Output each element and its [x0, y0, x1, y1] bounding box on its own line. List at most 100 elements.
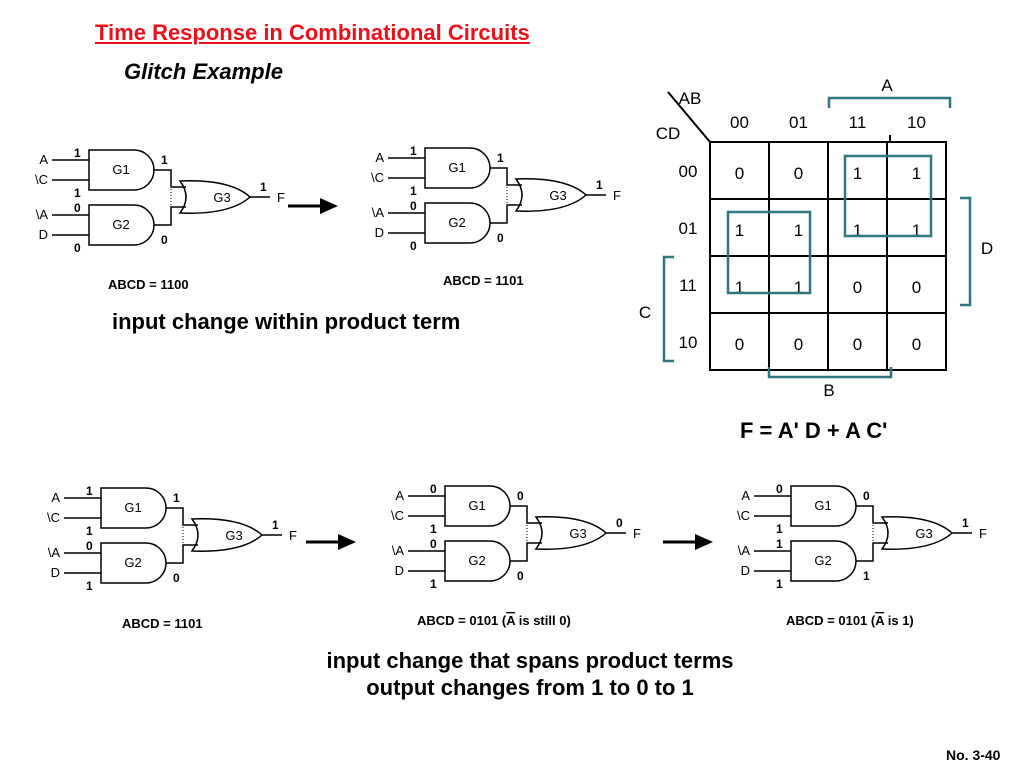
kmap-cell-value: 1	[912, 164, 921, 183]
value-a: 0	[776, 482, 783, 496]
bracket-a	[827, 96, 952, 108]
value-g1-out: 1	[173, 491, 180, 505]
kmap-row-header: 01	[679, 219, 698, 238]
and-gate-g1	[100, 487, 167, 529]
slide-number: No. 3-40	[946, 747, 1001, 763]
kmap-corner-diagonal	[667, 91, 711, 143]
gate-label-g1: G1	[468, 498, 485, 513]
caption-spans-product-terms: input change that spans product terms ou…	[0, 647, 1024, 701]
value-a: 1	[74, 146, 81, 160]
abcd-caption-c3: ABCD = 1101	[122, 616, 203, 631]
output-label-f: F	[979, 526, 987, 541]
gate-label-g1: G1	[124, 500, 141, 515]
arrow-bottom-2	[663, 534, 713, 550]
input-label-a: A	[741, 488, 750, 503]
and-gate-g1	[444, 485, 511, 527]
input-label-not-a: \A	[48, 545, 61, 560]
group-a-not-c	[843, 154, 933, 238]
wire-g2-out	[856, 542, 888, 562]
arrow-top	[288, 198, 338, 214]
value-output: 0	[616, 516, 623, 530]
output-label-f: F	[277, 190, 285, 205]
kmap-cell-value: 1	[912, 221, 921, 240]
bracket-c	[662, 255, 674, 363]
kmap-cell-value: 0	[912, 278, 921, 297]
wire-g2-out	[154, 206, 186, 226]
value-g2-out: 0	[517, 569, 524, 583]
kmap-row-header: 00	[679, 162, 698, 181]
kmap-col-header: 10	[907, 113, 926, 132]
and-gate-g1	[424, 147, 491, 189]
kmap-cell-value: 1	[853, 221, 862, 240]
value-output: 1	[260, 180, 267, 194]
value-not-c: 1	[86, 524, 93, 538]
value-g1-out: 1	[497, 151, 504, 165]
value-g1-out: 0	[863, 489, 870, 503]
abcd-caption-c4: ABCD = 0101 (A is still 0)	[417, 613, 571, 628]
value-a: 0	[430, 482, 437, 496]
input-label-d: D	[51, 565, 60, 580]
input-label-d: D	[395, 563, 404, 578]
input-label-not-a: \A	[36, 207, 49, 222]
output-label-f: F	[633, 526, 641, 541]
overlined-a: A	[506, 613, 516, 628]
input-label-a: A	[51, 490, 60, 505]
value-not-a: 0	[430, 537, 437, 551]
wire-g1-out	[510, 505, 542, 524]
kmap-cell-value: 0	[853, 335, 862, 354]
kmap-cell-value: 0	[853, 278, 862, 297]
input-label-not-c: \C	[371, 170, 384, 185]
and-gate-g2	[424, 202, 491, 244]
value-not-c: 1	[430, 522, 437, 536]
kmap-row-header: 11	[679, 276, 697, 295]
arrow-head	[338, 534, 356, 550]
value-a: 1	[410, 144, 417, 158]
input-label-not-c: \C	[47, 510, 60, 525]
caption-within-product-term: input change within product term	[112, 309, 461, 334]
gate-label-g1: G1	[448, 160, 465, 175]
input-label-not-c: \C	[35, 172, 48, 187]
value-output: 1	[962, 516, 969, 530]
wire-g1-out	[154, 169, 186, 188]
overlined-a: A	[875, 613, 885, 628]
slide-subtitle: Glitch Example	[124, 59, 283, 84]
kmap-cell-value: 0	[794, 335, 803, 354]
input-label-not-a: \A	[738, 543, 751, 558]
arrow-head	[695, 534, 713, 550]
input-label-not-c: \C	[391, 508, 404, 523]
kmap-cell-value: 0	[735, 164, 744, 183]
wire-g1-out	[166, 507, 198, 526]
gate-label-g2: G2	[124, 555, 141, 570]
wire-g2-out	[166, 544, 198, 564]
value-not-c: 1	[74, 186, 81, 200]
value-not-a: 0	[74, 201, 81, 215]
gate-label-g2: G2	[468, 553, 485, 568]
arrow-bottom-1	[306, 534, 356, 550]
arrow-head	[320, 198, 338, 214]
abcd-caption-c1: ABCD = 1100	[108, 277, 189, 292]
wire-g2-out	[510, 542, 542, 562]
abcd-caption-c2: ABCD = 1101	[443, 273, 524, 288]
value-d: 0	[410, 239, 417, 253]
and-gate-g2	[88, 204, 155, 246]
boolean-equation: F = A' D + A C'	[740, 418, 888, 443]
value-g2-out: 0	[161, 233, 168, 247]
gate-label-g2: G2	[448, 215, 465, 230]
wire-g1-out	[490, 167, 522, 186]
or-gate-g3	[178, 180, 252, 214]
value-d: 1	[86, 579, 93, 593]
kmap-cell-value: 1	[735, 221, 744, 240]
gate-label-g3: G3	[915, 526, 932, 541]
value-g1-out: 0	[517, 489, 524, 503]
value-a: 1	[86, 484, 93, 498]
value-g2-out: 0	[497, 231, 504, 245]
gate-label-g3: G3	[225, 528, 242, 543]
value-g1-out: 1	[161, 153, 168, 167]
input-label-not-c: \C	[737, 508, 750, 523]
gate-label-g1: G1	[112, 162, 129, 177]
input-label-not-a: \A	[372, 205, 385, 220]
gate-label-g2: G2	[814, 553, 831, 568]
